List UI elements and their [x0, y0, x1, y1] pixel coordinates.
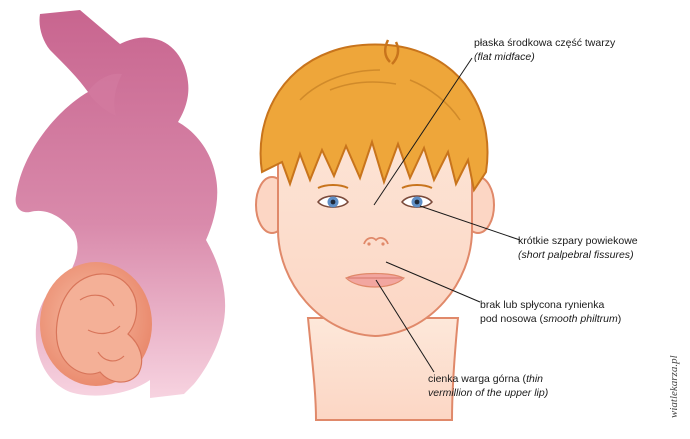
label-palpebral-pl: krótkie szpary powiekowe — [518, 234, 638, 248]
label-philtrum-line2: pod nosowa (smooth philtrum) — [480, 312, 621, 326]
label-flat-midface-en-text: flat midface — [478, 51, 532, 63]
label-upper-lip-pl: cienka warga górna — [428, 373, 520, 385]
label-flat-midface: płaska środkowa część twarzy (flat midfa… — [474, 36, 615, 64]
eye-left — [318, 196, 348, 208]
label-palpebral-en: (short palpebral fissures) — [518, 248, 638, 262]
label-upper-lip-line2: vermillion of the upper lip) — [428, 386, 548, 400]
label-flat-midface-en: (flat midface) — [474, 50, 615, 64]
label-philtrum-pl-line2: pod nosowa — [480, 313, 537, 325]
label-philtrum-en: smooth philtrum — [543, 313, 618, 325]
label-palpebral-en-text: short palpebral fissures — [522, 249, 631, 261]
child-face-illustration — [256, 40, 494, 420]
label-upper-lip-en-1: thin — [526, 373, 543, 385]
label-upper-lip-en-2: vermillion of the upper lip — [428, 387, 545, 399]
label-philtrum: brak lub spłycona rynienka pod nosowa (s… — [480, 298, 621, 326]
label-philtrum-pl-line1: brak lub spłycona rynienka — [480, 298, 621, 312]
label-upper-lip-line1: cienka warga górna (thin — [428, 372, 548, 386]
label-upper-lip: cienka warga górna (thin vermillion of t… — [428, 372, 548, 400]
fetus-illustration — [40, 262, 152, 386]
label-flat-midface-pl: płaska środkowa część twarzy — [474, 36, 615, 50]
label-palpebral: krótkie szpary powiekowe (short palpebra… — [518, 234, 638, 262]
watermark-text: wiatlekarza.pl — [668, 355, 680, 418]
eye-right — [402, 196, 432, 208]
